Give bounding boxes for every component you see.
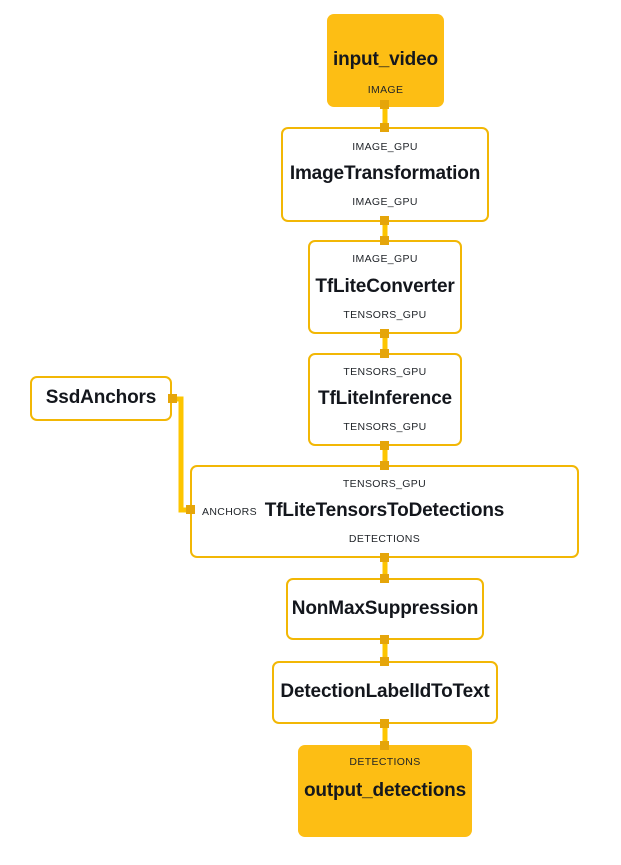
port-label-output: IMAGE_GPU (352, 196, 418, 208)
port-label-output: TENSORS_GPU (343, 421, 427, 433)
port-label-output: IMAGE (367, 84, 404, 96)
port-label-input: IMAGE_GPU (352, 253, 418, 265)
node-tflite-converter[interactable]: IMAGE_GPU TfLiteConverter TENSORS_GPU (308, 240, 462, 334)
port-out-tflite-inference[interactable] (380, 441, 389, 450)
port-label-input: TENSORS_GPU (343, 366, 427, 378)
port-out-tflite-converter[interactable] (380, 329, 389, 338)
port-label-input: IMAGE_GPU (352, 141, 418, 153)
port-out-input-video[interactable] (380, 100, 389, 109)
port-in-detection-label-id-to-text[interactable] (380, 657, 389, 666)
port-label-output: TENSORS_GPU (343, 309, 427, 321)
port-in-image-transformation[interactable] (380, 123, 389, 132)
port-out-tensors-to-detections[interactable] (380, 553, 389, 562)
port-out-non-max-suppression[interactable] (380, 635, 389, 644)
port-in-anchors-tensors-to-detections[interactable] (186, 505, 195, 514)
node-title: input_video (333, 49, 438, 71)
node-title: TfLiteConverter (315, 275, 455, 297)
node-tflite-inference[interactable]: TENSORS_GPU TfLiteInference TENSORS_GPU (308, 353, 462, 446)
node-image-transformation[interactable]: IMAGE_GPU ImageTransformation IMAGE_GPU (281, 127, 489, 222)
node-title: NonMaxSuppression (291, 597, 479, 619)
node-detection-label-id-to-text[interactable]: DetectionLabelIdToText (272, 661, 498, 724)
node-title: ImageTransformation (289, 163, 481, 185)
port-in-tflite-converter[interactable] (380, 236, 389, 245)
node-output-detections[interactable]: DETECTIONS output_detections (298, 745, 472, 837)
node-title: TfLiteTensorsToDetections (264, 500, 505, 522)
port-in-tflite-inference[interactable] (380, 349, 389, 358)
edge-ssd-anchors-to-anchors-port (172, 396, 191, 513)
port-in-non-max-suppression[interactable] (380, 574, 389, 583)
port-in-output-detections[interactable] (380, 741, 389, 750)
node-title: SsdAnchors (45, 387, 157, 409)
node-non-max-suppression[interactable]: NonMaxSuppression (286, 578, 484, 640)
port-out-ssd-anchors[interactable] (168, 394, 177, 403)
port-label-input: DETECTIONS (349, 756, 421, 768)
port-out-detection-label-id-to-text[interactable] (380, 719, 389, 728)
port-label-output: DETECTIONS (348, 533, 421, 545)
node-title: DetectionLabelIdToText (280, 681, 490, 703)
node-title: TfLiteInference (318, 388, 452, 410)
port-in-tensors-to-detections[interactable] (380, 461, 389, 470)
port-label-anchors: ANCHORS (202, 505, 257, 518)
node-tflite-tensors-to-detections[interactable]: TENSORS_GPU TfLiteTensorsToDetections DE… (190, 465, 579, 558)
node-input-video[interactable]: input_video IMAGE (327, 14, 444, 107)
node-ssd-anchors[interactable]: SsdAnchors (30, 376, 172, 421)
port-out-image-transformation[interactable] (380, 216, 389, 225)
port-label-input: TENSORS_GPU (342, 478, 427, 490)
node-title: output_detections (303, 779, 467, 801)
